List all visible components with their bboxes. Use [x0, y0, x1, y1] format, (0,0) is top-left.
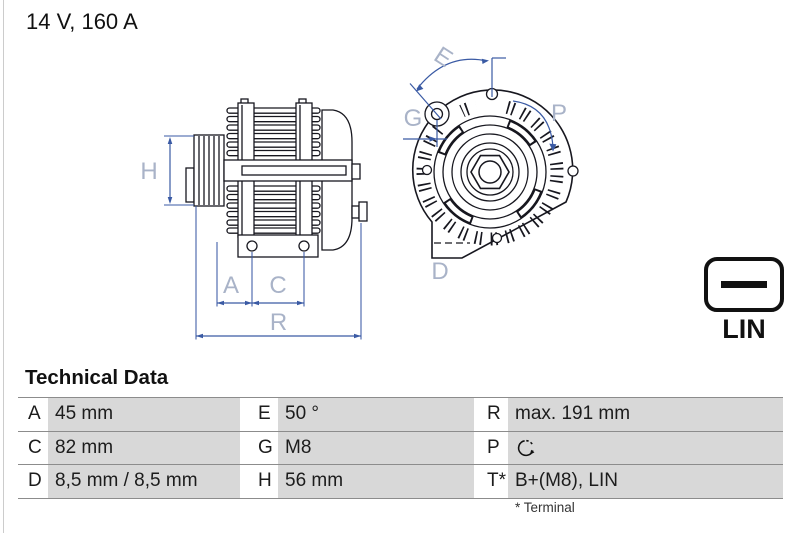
b-plus-terminal — [351, 201, 368, 222]
shaft-bar — [223, 159, 361, 182]
shaft-nut-hex — [470, 154, 510, 190]
product-rating-title: 14 V, 160 A — [26, 9, 138, 34]
technical-data-heading: Technical Data — [25, 366, 169, 389]
spec-value: B+(M8), LIN — [508, 465, 783, 498]
bottom-lug — [491, 232, 503, 244]
spec-value: 82 mm — [48, 431, 240, 464]
dimension-P: P — [512, 100, 567, 152]
dimension-R: R — [195, 206, 362, 340]
spec-key: R — [474, 398, 508, 431]
spec-key: T* — [474, 465, 508, 498]
right-lug — [567, 165, 579, 177]
lin-connector-label: LIN — [722, 314, 766, 344]
dimension-G: G — [403, 105, 447, 147]
pulley — [185, 134, 225, 207]
alternator-technical-diagram: H A C R — [140, 42, 579, 340]
alternator-side-view — [185, 98, 368, 258]
dim-label-d: D — [431, 258, 448, 285]
spec-value: M8 — [278, 431, 474, 464]
spec-value: 8,5 mm / 8,5 mm — [48, 465, 240, 498]
spec-key: H — [240, 465, 278, 498]
mounting-foot — [237, 234, 319, 258]
table-row: D 8,5 mm / 8,5 mm H 56 mm T* B+(M8), LIN — [18, 464, 783, 498]
spec-value-rotation — [508, 431, 783, 464]
left-border-line — [3, 0, 4, 533]
dim-label-c: C — [269, 272, 286, 299]
terminal-bar-icon — [721, 281, 767, 288]
spec-key: G — [240, 431, 278, 464]
spec-key: P — [474, 431, 508, 464]
table-row: A 45 mm E 50 ° R max. 191 mm — [18, 397, 783, 431]
clockwise-rotation-icon — [517, 439, 535, 456]
dimension-A-C: A C — [216, 242, 305, 307]
spec-key: C — [18, 431, 48, 464]
spec-key: A — [18, 398, 48, 431]
spec-value: 50 ° — [278, 398, 474, 431]
dim-label-a: A — [223, 272, 239, 299]
dim-label-h: H — [140, 158, 157, 185]
spec-key: D — [18, 465, 48, 498]
lin-connector-icon — [704, 257, 784, 312]
technical-data-table: A 45 mm E 50 ° R max. 191 mm C 82 mm G M… — [18, 397, 783, 499]
spec-value: max. 191 mm — [508, 398, 783, 431]
terminal-footnote: * Terminal — [515, 500, 575, 515]
dimension-H: H — [140, 135, 194, 206]
spec-key: E — [240, 398, 278, 431]
dim-label-r: R — [270, 309, 287, 336]
table-row: C 82 mm G M8 P — [18, 430, 783, 464]
spec-value: 45 mm — [48, 398, 240, 431]
dim-label-e: E — [429, 42, 457, 73]
dim-label-p: P — [551, 100, 567, 127]
spec-value: 56 mm — [278, 465, 474, 498]
dim-label-g: G — [404, 105, 423, 132]
